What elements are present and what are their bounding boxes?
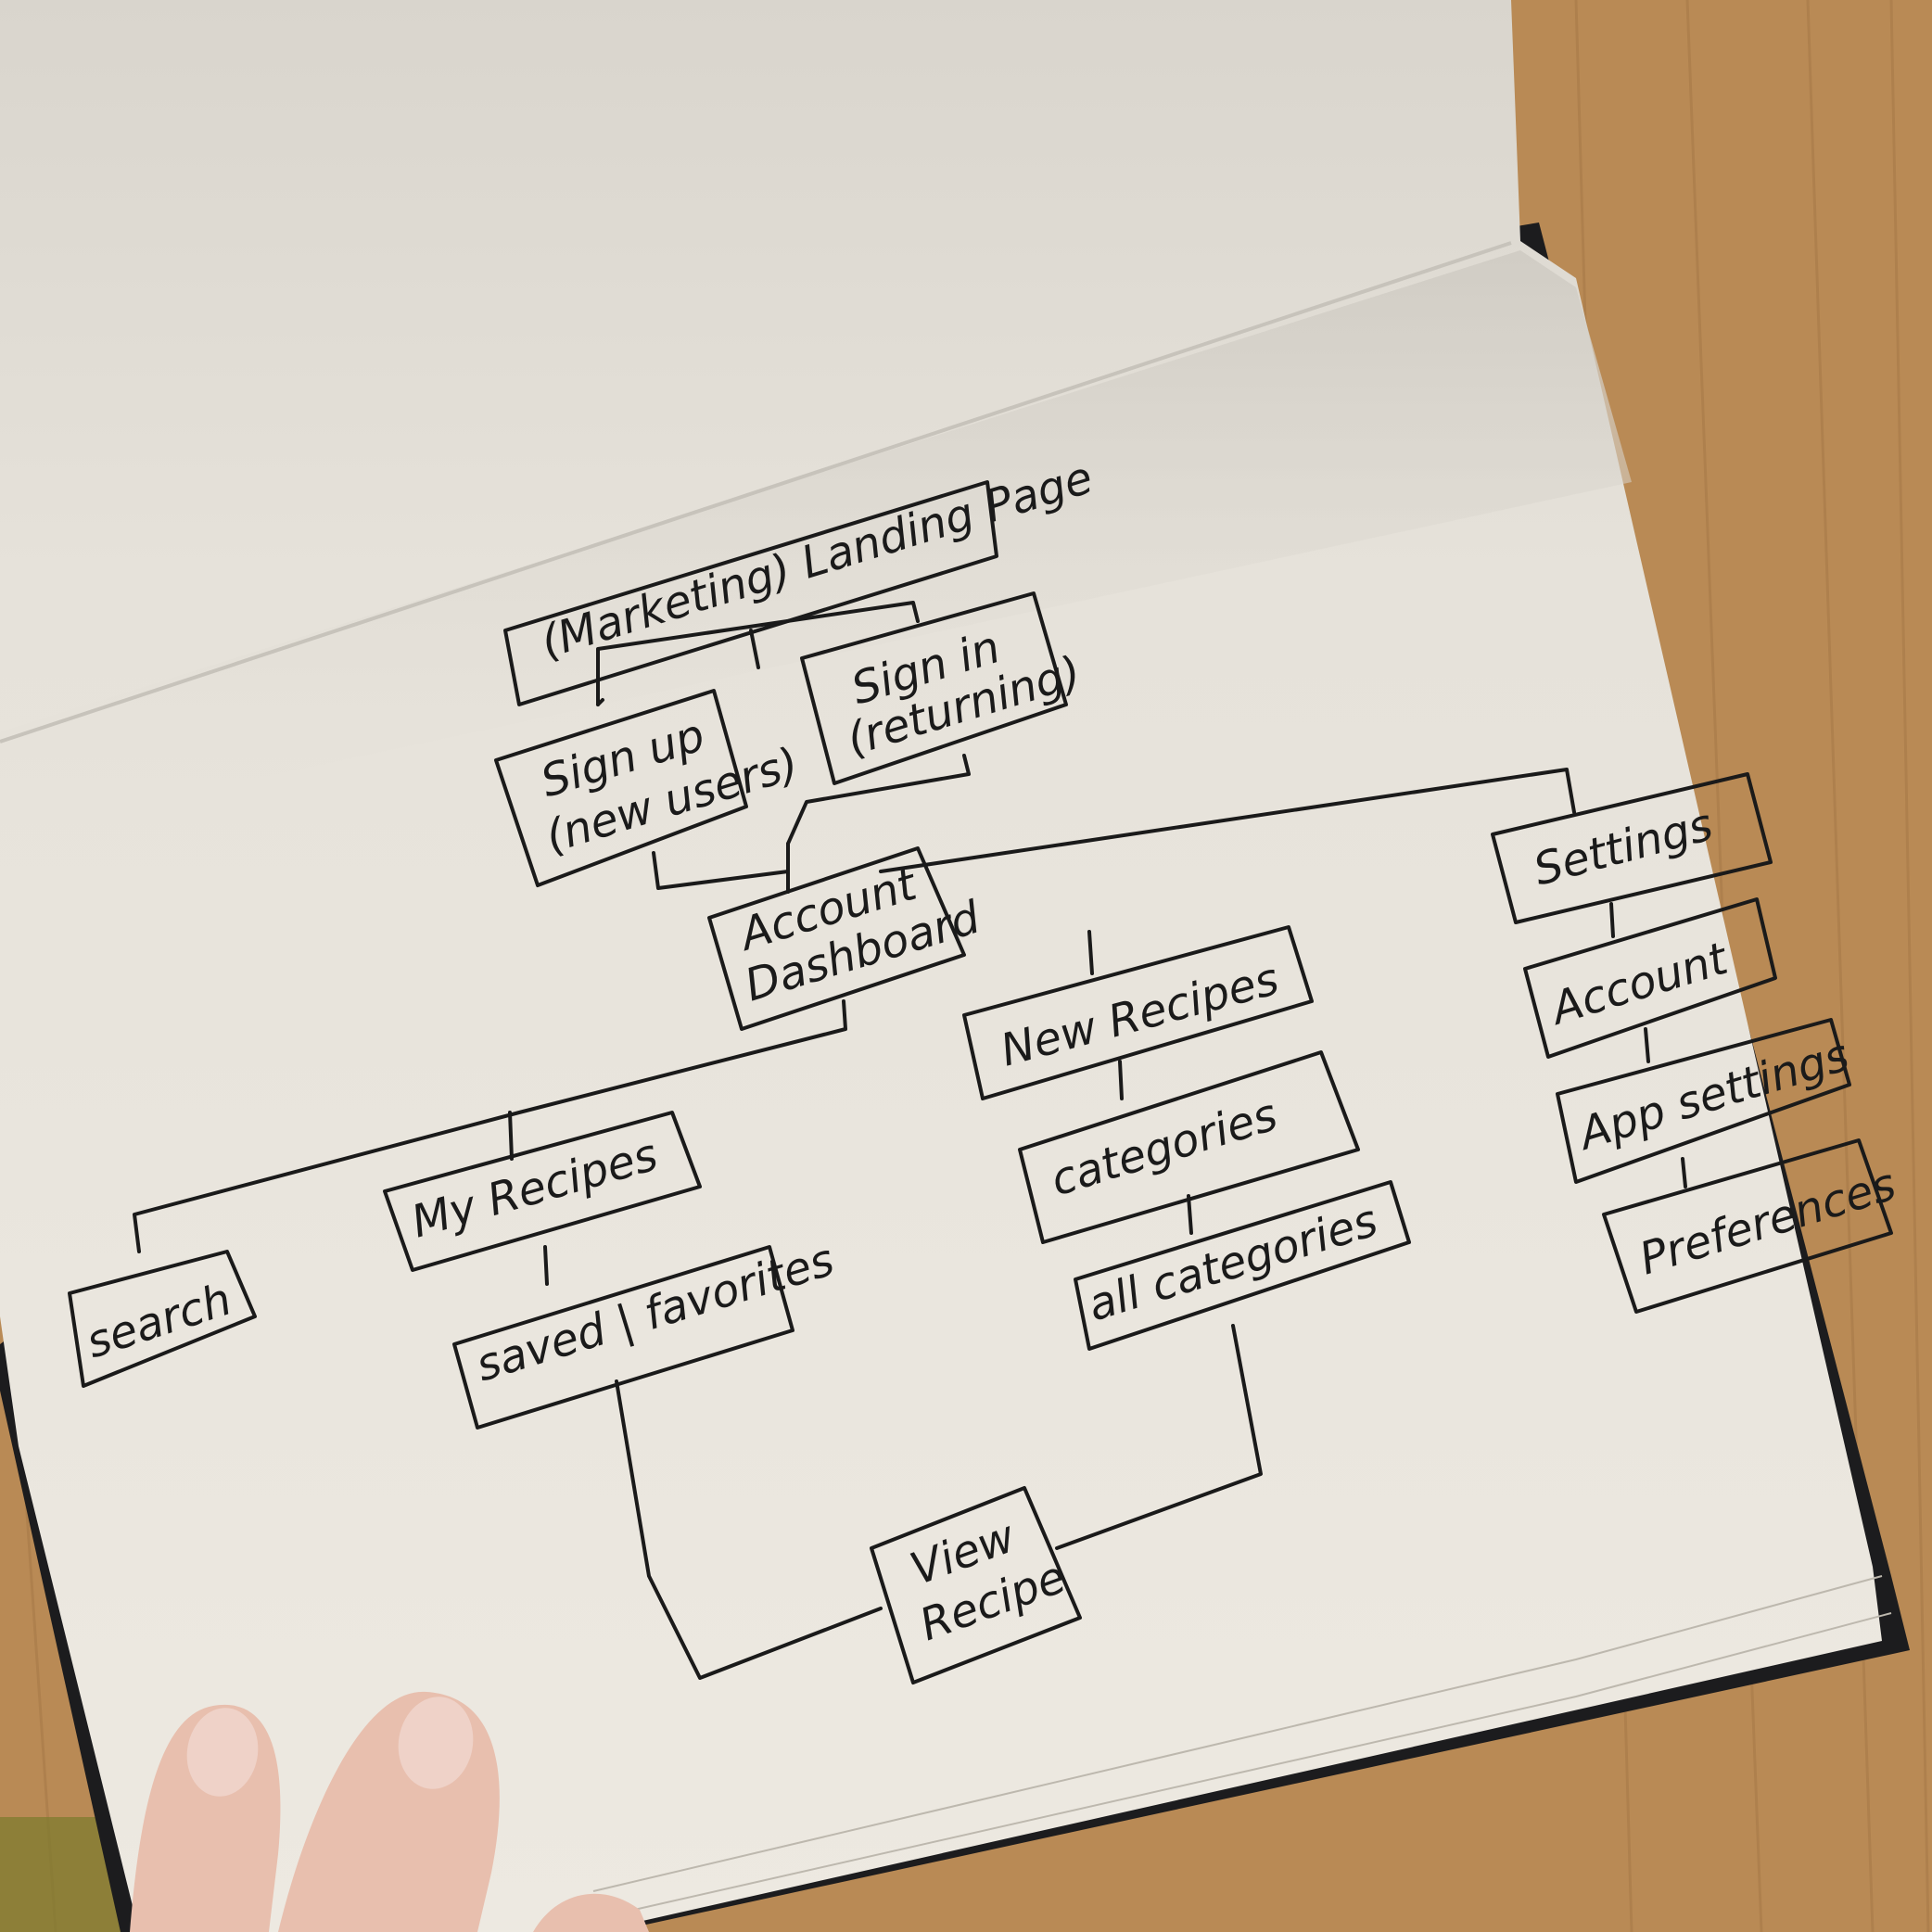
spine-fold (0, 241, 1512, 744)
node-signup-box (494, 689, 748, 887)
connector-categories-all (1187, 1194, 1193, 1235)
node-account-box (1523, 897, 1777, 1059)
hand (130, 1691, 649, 1932)
connector-fork-myrecipes (508, 1111, 514, 1161)
connector-myrecipes-saved (543, 1245, 549, 1286)
connector-dashboard-bottom (133, 999, 847, 1253)
page-edges (592, 1575, 1892, 1920)
node-categories-box (1018, 1050, 1360, 1244)
connector-saved-view (615, 1379, 883, 1680)
connector-top-newrecipes (1087, 930, 1094, 975)
connector-landing-signup (596, 698, 604, 706)
connector-dashboard-settings (879, 768, 1576, 873)
node-saved-box (452, 1245, 794, 1430)
connector-landing-fork (596, 601, 920, 706)
diagram-nodes (68, 480, 1893, 1684)
connector-settings-account (1609, 902, 1615, 938)
node-signin-box (800, 591, 1068, 785)
node-search-box (68, 1250, 257, 1388)
node-newrecipes-box (962, 925, 1314, 1100)
node-dashboard-box (707, 846, 966, 1031)
node-myrecipes-box (383, 1111, 702, 1272)
node-preferences-box (1602, 1138, 1893, 1314)
connector-all-view (1055, 1324, 1263, 1550)
node-appsettings-box (1556, 1018, 1851, 1184)
connector-account-appsettings (1644, 1027, 1650, 1063)
node-allcategories-box (1074, 1180, 1411, 1351)
node-settings-box (1491, 772, 1773, 924)
node-viewrecipe-box (870, 1486, 1082, 1684)
connector-newrecipes-categories (1118, 1060, 1124, 1100)
node-landing-box (503, 480, 998, 706)
spine-shadow (0, 250, 1632, 834)
diagram-connectors (133, 601, 1687, 1680)
connector-landing-signin (749, 629, 760, 669)
connector-signup-fork (652, 851, 790, 890)
connector-appsettings-preferences (1681, 1157, 1687, 1188)
